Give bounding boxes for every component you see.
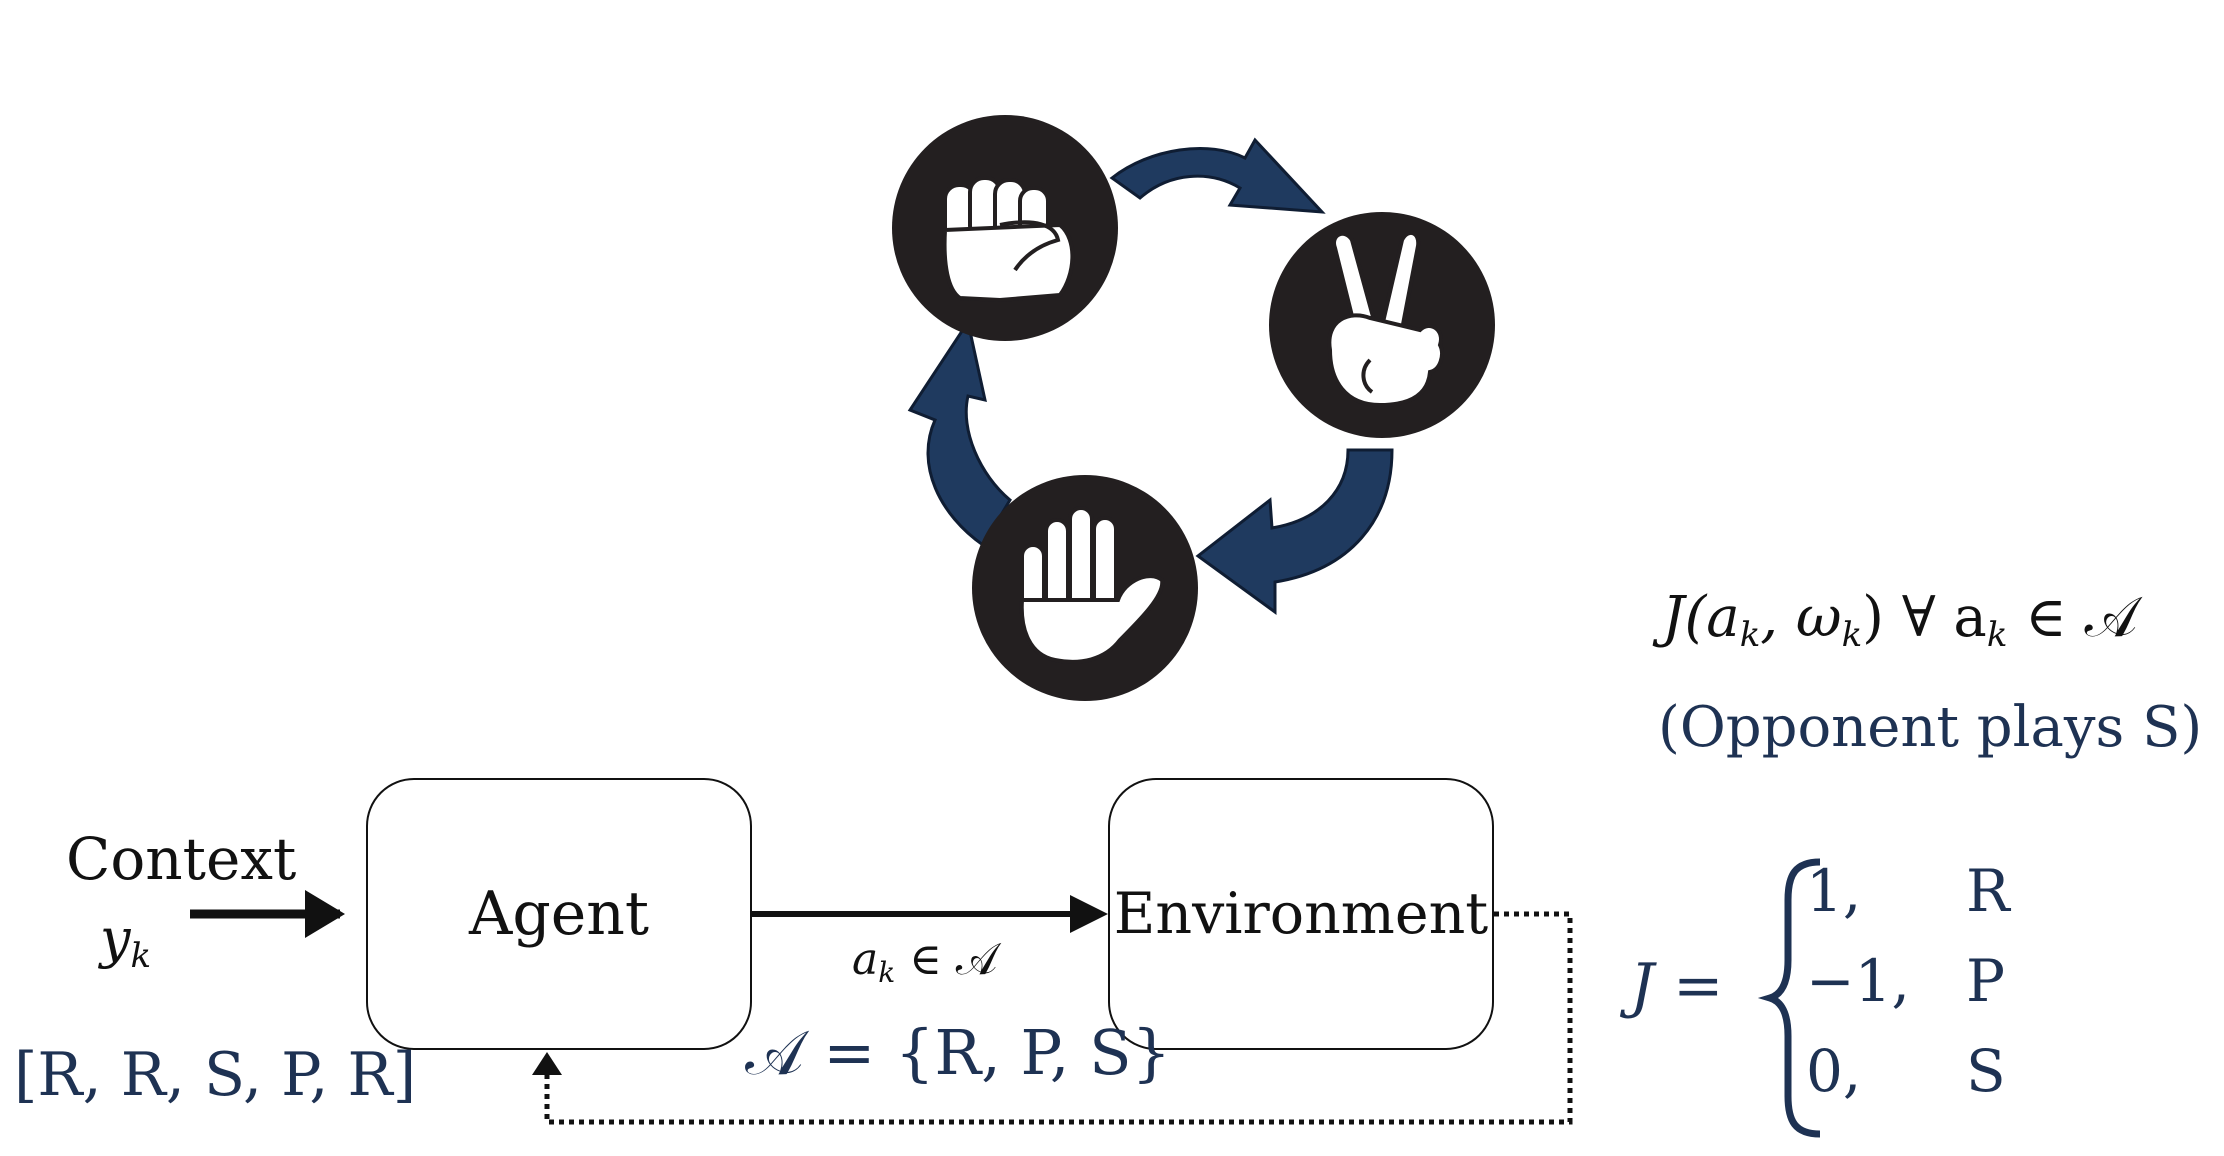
- context-symbol: yk: [100, 912, 152, 976]
- case-value: −1,: [1806, 947, 1910, 1015]
- objective-expr-a: J(a: [1662, 585, 1740, 650]
- case-value: 1,: [1806, 857, 1862, 925]
- objective-lhs: J =: [1630, 951, 1724, 1021]
- objective-expr-b: , ω: [1760, 585, 1842, 650]
- objective-expr-sub3: k: [1986, 615, 2008, 655]
- context-arrowhead: [305, 890, 345, 938]
- action-label-main: a: [852, 934, 879, 985]
- context-symbol-main: y: [100, 907, 131, 970]
- agent-box: Agent: [366, 778, 752, 1050]
- objective-note: (Opponent plays S): [1658, 695, 2203, 760]
- environment-label: Environment: [1113, 881, 1489, 947]
- cases-brace: [1757, 858, 1821, 1138]
- cycle-arrow-paper-to-rock: [907, 318, 1012, 548]
- case-row-1: 1, R: [1806, 862, 2010, 920]
- case-row-2: −1, P: [1806, 952, 2005, 1010]
- objective-expression: J(ak, ωk) ∀ ak ∈ 𝒜: [1662, 590, 2137, 655]
- objective-expr-sub1: k: [1739, 615, 1761, 655]
- action-label: ak ∈ 𝒜: [852, 938, 997, 987]
- context-symbol-sub: k: [130, 936, 152, 976]
- objective-expr-sub2: k: [1841, 615, 1863, 655]
- case-value: 0,: [1806, 1037, 1862, 1105]
- case-action: R: [1966, 857, 2010, 925]
- action-set-definition: 𝒜 = {R, P, S}: [745, 1016, 1172, 1089]
- case-action: P: [1966, 947, 2006, 1015]
- context-label: Context: [66, 825, 297, 893]
- objective-expr-c: ) ∀ a: [1862, 585, 1987, 650]
- context-history: [R, R, S, P, R]: [14, 1040, 417, 1110]
- flow-connectors: [190, 890, 1573, 1125]
- environment-box: Environment: [1108, 778, 1494, 1050]
- cycle-arrows: [907, 137, 1394, 615]
- feedback-dotted-path: [544, 911, 1573, 1125]
- action-label-rest: ∈ 𝒜: [895, 934, 998, 985]
- action-label-sub: k: [878, 956, 896, 989]
- case-action: S: [1966, 1037, 2006, 1105]
- action-arrowhead: [1070, 895, 1108, 933]
- cycle-arrow-scissors-to-paper: [1195, 448, 1394, 615]
- rock-fist-icon: [892, 115, 1118, 341]
- objective-expr-d: ∈ 𝒜: [2007, 585, 2138, 650]
- paper-open-hand-icon: [972, 475, 1198, 701]
- feedback-arrowhead: [532, 1052, 562, 1075]
- scissors-peace-icon: [1269, 212, 1495, 438]
- case-row-3: 0, S: [1806, 1042, 2006, 1100]
- cycle-arrow-rock-to-scissors: [1109, 137, 1326, 214]
- agent-label: Agent: [469, 879, 649, 949]
